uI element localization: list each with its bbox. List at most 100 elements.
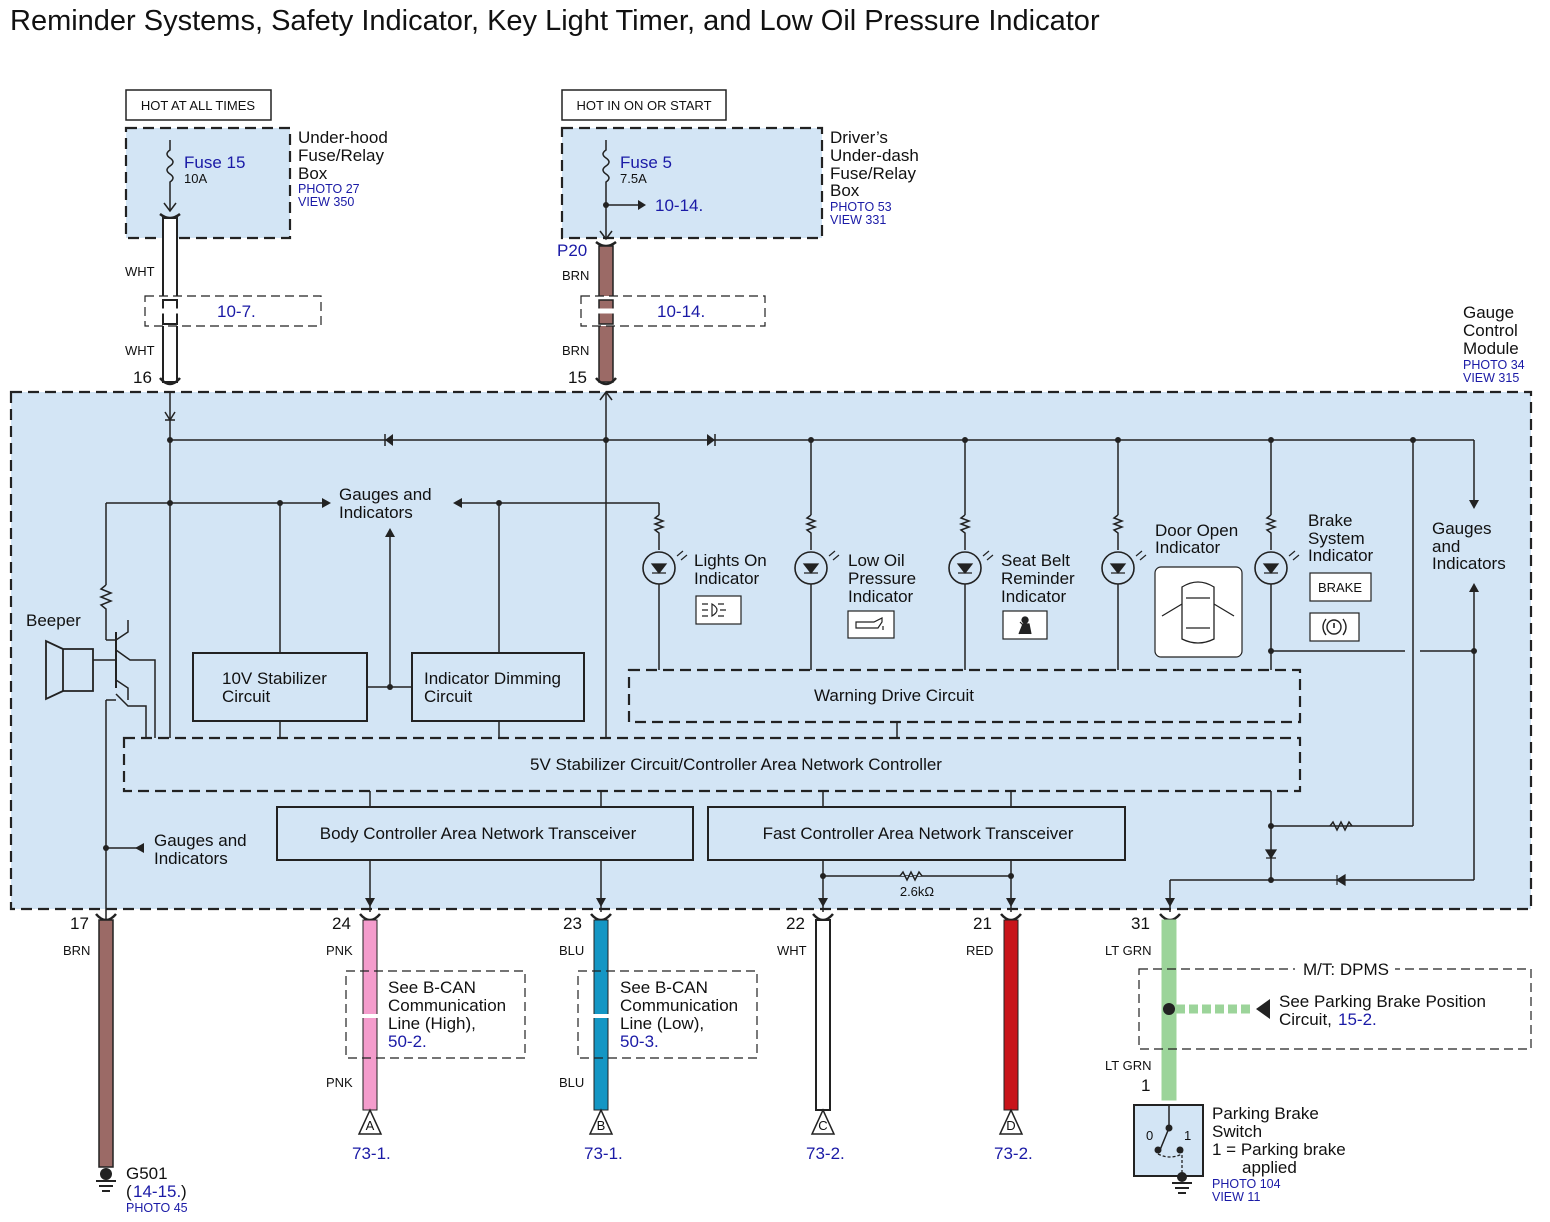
wire-wht-label-top: WHT	[125, 264, 155, 279]
wire-red-21	[1003, 919, 1019, 1111]
gauges-right-3: Indicators	[1432, 554, 1506, 573]
beeper-resistor-icon	[98, 584, 114, 640]
stabilizer-10v-label-1: 10V Stabilizer	[222, 669, 327, 688]
lamp3-label-2: Reminder	[1001, 569, 1075, 588]
stabilizer-5v-box	[122, 736, 1302, 793]
pin-24: 24	[332, 914, 351, 933]
pin23-wire-top: BLU	[559, 943, 584, 958]
dpms-label: M/T: DPMS	[1303, 960, 1389, 979]
pin23-note-1: See B-CAN	[620, 978, 708, 997]
dimming-arrow-icon	[453, 498, 462, 508]
fuse-15-amps: 10A	[184, 171, 207, 186]
transistor-wires	[115, 620, 156, 738]
lamp1-led-icon	[650, 563, 668, 574]
lamp2-label-1: Low Oil	[848, 551, 905, 570]
fuse-5-branch-ref: 10-14.	[655, 196, 703, 215]
fuse-15-arrow-icon	[163, 202, 177, 213]
rail-15-arrow-icon	[599, 390, 613, 401]
lamp2-label-3: Indicator	[848, 587, 914, 606]
pin31-wire-top: LT GRN	[1105, 943, 1151, 958]
lamp4-label-2: Indicator	[1155, 538, 1221, 557]
underdash-box-name-2: Under-dash	[830, 146, 919, 165]
lamp4-led-icon	[1109, 563, 1127, 574]
pin21-ref: 73-2.	[994, 1144, 1033, 1163]
switch-view: VIEW 11	[1212, 1190, 1260, 1204]
brake-resistor-icon	[1329, 820, 1353, 832]
dpms-label-bg	[1295, 960, 1395, 978]
pin-17: 17	[70, 914, 89, 933]
oil-can-icon	[847, 610, 895, 639]
ground-photo: PHOTO 45	[126, 1201, 188, 1215]
pin23-note-2: Communication	[620, 996, 738, 1015]
pin22-wire-label: WHT	[777, 943, 807, 958]
ref-10-7: 10-7.	[217, 302, 256, 321]
brake-badge	[1309, 572, 1372, 602]
underhood-box-name-2: Fuse/Relay	[298, 146, 384, 165]
termination-resistor-label: 2.6kΩ	[900, 884, 935, 899]
underdash-box-name-4: Box	[830, 181, 860, 200]
lamp4-resistor-icon	[1111, 514, 1125, 550]
p31-diode-icon	[1335, 873, 1346, 887]
module-name-2: Control	[1463, 321, 1518, 340]
pin31-connector-icon	[1159, 913, 1181, 922]
junction	[167, 437, 173, 443]
pin23-note-box	[577, 970, 758, 1059]
stabilizer-10v-label-2: Circuit	[222, 687, 270, 706]
door-open-car-icon	[1161, 581, 1235, 644]
connector-b: B	[597, 1118, 606, 1133]
lamp1-label-2: Indicator	[694, 569, 760, 588]
gauges-left-2: Indicators	[154, 849, 228, 868]
pin-15-connector-icon	[595, 377, 617, 386]
pin31-wire-bottom: LT GRN	[1105, 1058, 1151, 1073]
hot-at-all-times-tag	[125, 89, 272, 121]
pin24-connector-icon	[359, 913, 381, 922]
connector-d: D	[1006, 1118, 1015, 1133]
gauges-left-arrow-icon	[135, 843, 144, 853]
hot-in-on-label: HOT IN ON OR START	[576, 98, 711, 113]
fuse-15-symbol	[166, 140, 174, 210]
pin24-arrow-icon	[365, 898, 375, 907]
lamp2-led-icon	[802, 563, 820, 574]
gauges-top-arrow-icon	[322, 498, 331, 508]
pin24-wire-bottom: PNK	[326, 1075, 353, 1090]
connector-a: A	[366, 1118, 375, 1133]
pin21-wire-label: RED	[966, 943, 993, 958]
pin21-arrow-icon	[1006, 898, 1016, 907]
wire-wht-22	[815, 919, 831, 1111]
pin24-note-3: Line (High),	[388, 1014, 476, 1033]
dpms-note-2: Circuit,	[1279, 1010, 1332, 1029]
termination-resistor-icon	[899, 870, 923, 882]
fast-can-label: Fast Controller Area Network Transceiver	[763, 824, 1074, 843]
body-can-label: Body Controller Area Network Transceiver	[320, 824, 637, 843]
connector-b-icon	[588, 1108, 614, 1135]
wire-wht-label-bottom: WHT	[125, 343, 155, 358]
junction	[167, 500, 173, 506]
hot-in-on-tag	[561, 89, 727, 121]
pin24-note-box	[345, 970, 526, 1059]
lamp3-led-icon	[956, 563, 974, 574]
gauges-left-1: Gauges and	[154, 831, 247, 850]
warning-drive-box	[627, 668, 1302, 724]
stabilizer-5v-label: 5V Stabilizer Circuit/Controller Area Ne…	[530, 755, 942, 774]
underdash-photo: PHOTO 53	[830, 200, 892, 214]
lamp2-rays-icon	[828, 550, 840, 561]
switch-pos-0: 0	[1146, 1128, 1153, 1143]
pin24-wire-top: PNK	[326, 943, 353, 958]
dimming-box	[411, 652, 585, 722]
switch-photo: PHOTO 104	[1212, 1177, 1281, 1191]
lamp5-label-3: Indicator	[1308, 546, 1374, 565]
fuse-5-symbol	[602, 140, 610, 238]
underhood-box-name-3: Box	[298, 164, 328, 183]
connector-d-icon	[998, 1108, 1024, 1135]
pin24-note-1: See B-CAN	[388, 978, 476, 997]
switch-ground-point	[1177, 1172, 1187, 1182]
pin23-wire-bottom: BLU	[559, 1075, 584, 1090]
pin23-connector-icon	[590, 913, 612, 922]
pin-16: 16	[133, 368, 152, 387]
switch-link-icon	[1157, 1150, 1183, 1175]
warning-drive-label: Warning Drive Circuit	[814, 686, 974, 705]
gauges-top-1: Gauges and	[339, 485, 432, 504]
underdash-box-name-1: Driver’s	[830, 128, 888, 147]
pin-23: 23	[563, 914, 582, 933]
